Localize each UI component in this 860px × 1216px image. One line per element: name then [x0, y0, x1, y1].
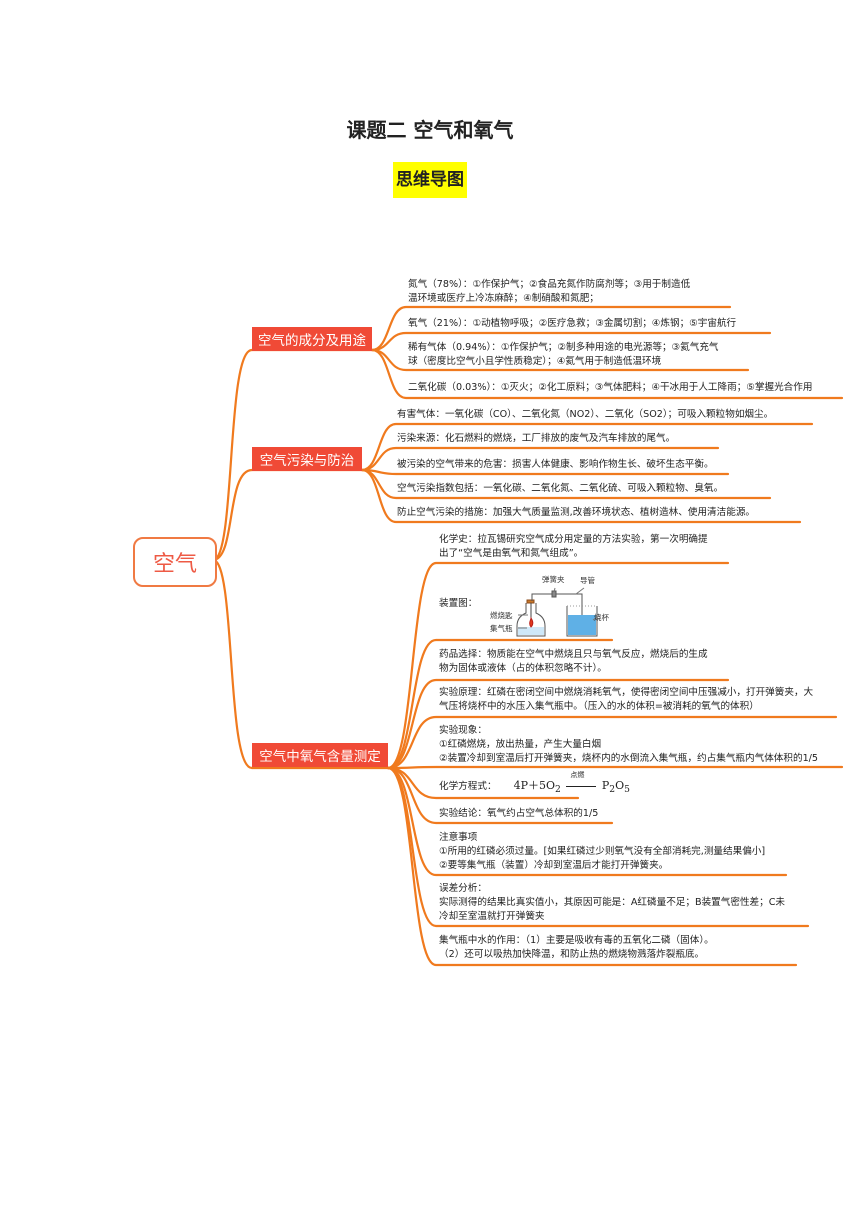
branch-node-pollution: 空气污染与防治	[252, 447, 362, 471]
root-node: 空气	[133, 537, 217, 587]
connector-b3-leaf-1	[386, 561, 730, 770]
connector-b3-leaf-3	[386, 678, 730, 770]
leaf-error-analysis: 误差分析： 实际测得的结果比真实值小，其原因可能是：A红磷量不足；B装置气密性差…	[439, 883, 786, 922]
burning-spoon-icon	[526, 599, 535, 604]
figure-label-spring-clip: 弹簧夹	[542, 574, 565, 584]
leaf-pollution-harm: 被污染的空气带来的危害：损害人体健康、影响作物生长、破坏生态平衡。	[397, 459, 714, 470]
leaf-precautions: 注意事项 ①所用的红磷必须过量。[如果红磷过少则氧气没有全部消耗完,测量结果偏小…	[439, 832, 766, 871]
figure-label-beaker: 烧杯	[594, 612, 609, 622]
leaf-water-role: 集气瓶中水的作用：（1）主要是吸收有毒的五氧化二磷（固体）。 （2）还可以吸热加…	[439, 935, 714, 960]
leaf-oxygen: 氧气（21%）：①动植物呼吸；②医疗急救；③金属切割；④炼钢；⑤宇宙航行	[408, 318, 737, 329]
connector-b1-leaf-4	[370, 348, 844, 400]
leaf-pollution-measures: 防止空气污染的措施：加强大气质量监测,改善环境状态、植树造林、使用清洁能源。	[397, 507, 756, 518]
leaf-reagent-choice: 药品选择：物质能在空气中燃烧且只与氧气反应，燃烧后的生成 物为固体或液体（占的体…	[439, 649, 708, 674]
connector-root-branch-3	[211, 558, 254, 770]
connector-b1-leaf-2	[370, 331, 772, 352]
branch-node-composition: 空气的成分及用途	[252, 327, 372, 351]
connector-b3-leaf-4	[386, 715, 838, 770]
connector-root-branch-1	[211, 348, 254, 562]
leaf-equation: 化学方程式： 4P＋5O2 点燃 P2O5	[439, 771, 630, 796]
connector-b3-leaf-10	[386, 766, 798, 967]
leaf-pollution-source: 污染来源：化石燃料的燃烧，工厂排放的废气及汽车排放的尾气。	[397, 433, 676, 444]
gas-bottle-icon	[516, 603, 546, 637]
connector-b2-leaf-5	[360, 468, 802, 524]
page-title: 课题二 空气和氧气	[346, 118, 514, 142]
leaf-harmful-gases: 有害气体：一氧化碳（CO）、二氧化氮（NO2）、二氧化（SO2）；可吸入颗粒物如…	[397, 409, 774, 420]
delivery-tube	[531, 593, 583, 620]
leaf-nitrogen: 氮气（78%）：①作保护气；②食品充氮作防腐剂等；③用于制造低 温环境或医疗上冷…	[408, 279, 691, 304]
figure-label-tube: 导管	[580, 575, 595, 585]
connector-b3-leaf-5	[386, 765, 844, 770]
figure-label-spoon: 燃烧匙	[490, 610, 513, 620]
connector-root-branch-2	[211, 468, 254, 562]
chemical-equation: 4P＋5O2 点燃 P2O5	[513, 771, 630, 796]
leaf-pollution-index: 空气污染指数包括：一氧化碳、二氧化氮、二氧化硫、可吸入颗粒物、臭氧。	[397, 483, 724, 494]
flame-icon	[529, 616, 534, 628]
leaf-apparatus: 装置图：	[439, 598, 478, 609]
leaf-principle: 实验原理：红磷在密闭空间中燃烧消耗氧气，使得密闭空间中压强减小，打开弹簧夹，大 …	[439, 687, 814, 712]
leaf-noble-gas: 稀有气体（0.94%）：①作保护气；②制多种用途的电光源等；③氦气充气 球（密度…	[408, 342, 719, 367]
leaf-phenomena: 实验现象： ①红磷燃烧，放出热量，产生大量白烟 ②装置冷却到室温后打开弹簧夹，烧…	[439, 725, 819, 764]
connector-b3-leaf-2	[386, 638, 614, 770]
page-subtitle: 思维导图	[393, 162, 467, 198]
leaf-conclusion: 实验结论：氧气约占空气总体积的1/5	[439, 808, 599, 819]
apparatus-figure	[516, 587, 598, 637]
leaf-carbon-dioxide: 二氧化碳（0.03%）：①灭火；②化工原料；③气体肥料；④干冰用于人工降雨；⑤掌…	[408, 382, 813, 393]
branch-node-oxygen-measurement: 空气中氧气含量测定	[252, 743, 388, 767]
beaker-icon	[566, 606, 598, 637]
figure-label-bottle: 集气瓶	[490, 623, 513, 633]
leaf-history: 化学史：拉瓦锡研究空气成分用定量的方法实验，第一次明确提 出了“空气是由氧气和氮…	[439, 534, 708, 559]
connector-b3-leaf-7	[386, 766, 614, 825]
